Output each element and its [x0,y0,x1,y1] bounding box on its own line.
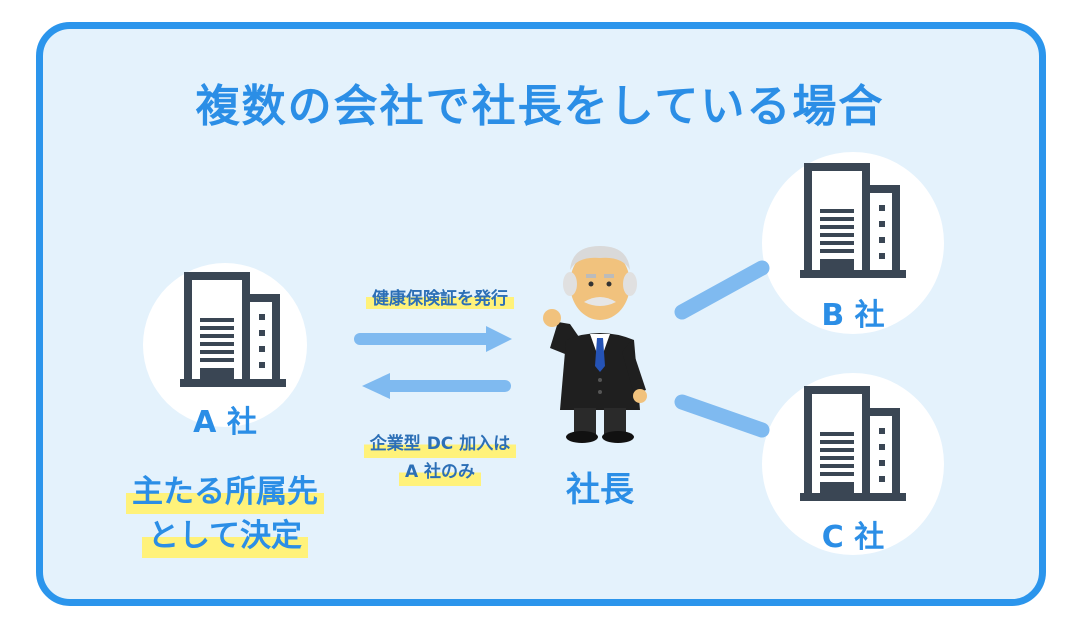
president-label: 社長 [566,470,634,510]
arrow-left-icon [362,373,511,399]
president-figure [543,246,647,443]
company-b-label: B 社 [821,298,885,333]
arrow-right-icon [354,326,512,352]
diagram-title: 複数の会社で社長をしている場合 [195,81,885,132]
connector-to-b [674,260,770,320]
building-icon [180,272,286,387]
a-note: 主たる所属先 として決定 [95,470,355,558]
arrow-bottom-label-line2: A 社のみ [398,458,482,486]
arrow-top-label: 健康保険証を発行 [340,284,540,309]
connector-to-c [674,394,770,438]
company-a-label: A 社 [193,405,257,440]
a-note-line2: として決定 [141,514,309,558]
a-note-line1: 主たる所属先 [126,470,324,514]
building-icon [800,386,906,501]
building-icon [800,163,906,278]
arrow-bottom-label-line1: 企業型 DC 加入は [363,430,517,458]
arrow-bottom-label: 企業型 DC 加入は A 社のみ [340,430,540,486]
company-c-label: C 社 [821,520,885,555]
